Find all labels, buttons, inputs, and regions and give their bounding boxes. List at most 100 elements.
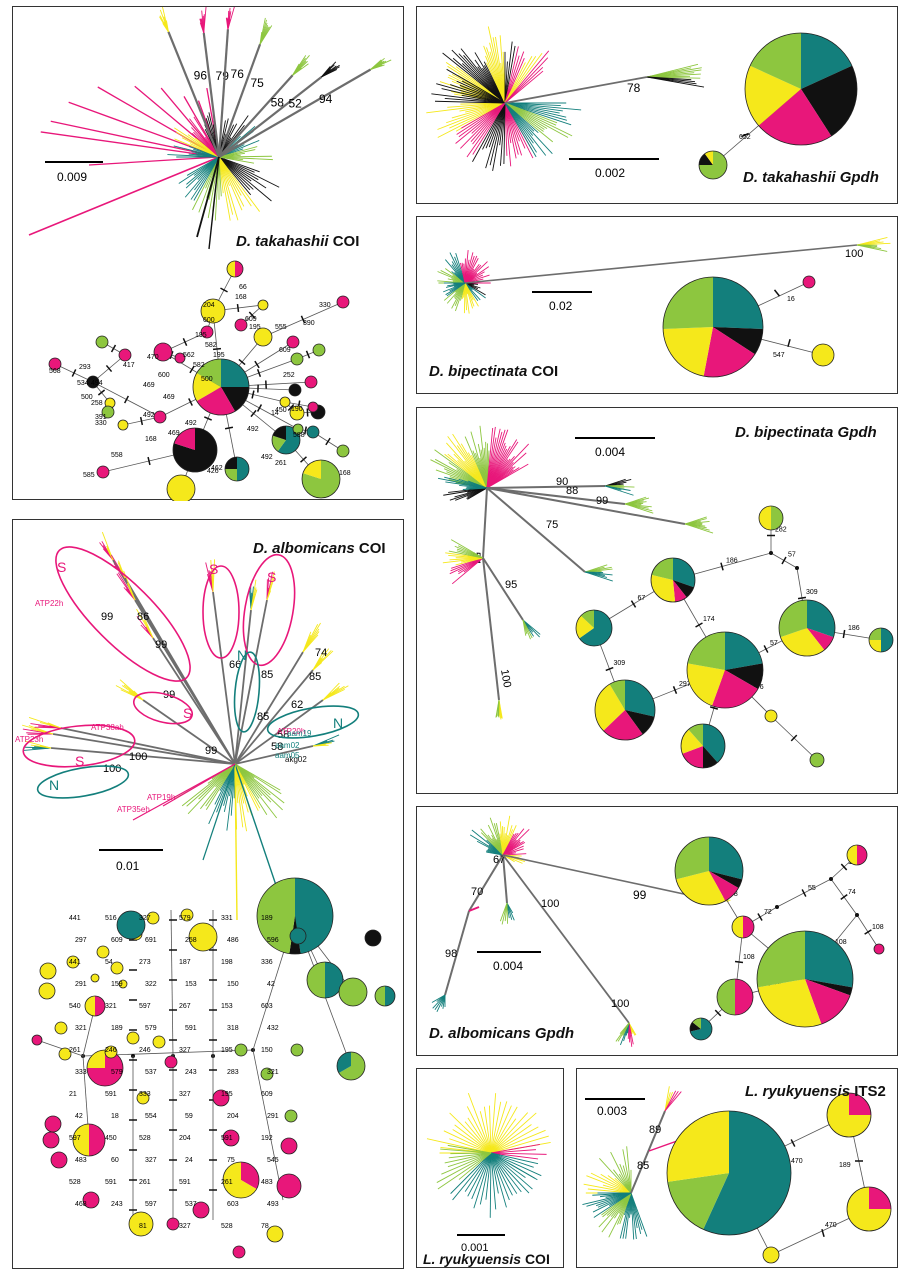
- mutation-tick: [212, 347, 222, 351]
- haplotype-node: [126, 1031, 140, 1045]
- tree-branch: [266, 590, 272, 601]
- tree-branch: [486, 487, 686, 525]
- haplotype-node: [811, 343, 835, 367]
- mutation-label: 331: [221, 915, 233, 922]
- bootstrap-label: 99: [205, 745, 217, 757]
- mutation-label: 417: [123, 362, 135, 369]
- tip-fan: [312, 734, 340, 747]
- mutation-label: 309: [806, 589, 818, 596]
- tree-branch: [234, 763, 283, 811]
- haplotype-node: [758, 505, 784, 531]
- tree-branch: [436, 994, 446, 1013]
- clade-outline: [36, 765, 130, 799]
- tree-branch: [187, 763, 236, 815]
- tree-branch: [50, 120, 220, 158]
- panel-title: L. ryukyuensis COI: [423, 1251, 550, 1267]
- mutation-label: 528: [139, 1135, 151, 1142]
- mutation-label: 500: [81, 394, 93, 401]
- scale-bar-label: 0.004: [595, 445, 625, 459]
- mutation-label: 450: [105, 1135, 117, 1142]
- pie-slice: [257, 878, 295, 954]
- haplotype-node: [762, 1246, 780, 1264]
- clade-outline: [202, 565, 240, 659]
- mutation-label: 204: [227, 1113, 239, 1120]
- haplotype-node: [307, 401, 319, 413]
- bootstrap-label: 90: [556, 476, 568, 488]
- tree-branch: [587, 1188, 632, 1194]
- tree-branch: [218, 156, 231, 221]
- pie-outline: [686, 631, 764, 709]
- mutation-label: 198: [221, 959, 233, 966]
- tree-branch: [490, 1152, 497, 1210]
- bipectinata-gpdh-tree: 908899755495100: [430, 425, 714, 720]
- tree-branch: [504, 50, 550, 104]
- haplotype-node: [164, 1055, 178, 1069]
- tree-branch: [482, 487, 488, 559]
- tip-fan: [684, 516, 714, 534]
- pie-slice: [225, 457, 237, 469]
- mutation-tick: [695, 622, 703, 628]
- tree-branch: [489, 1152, 492, 1218]
- pie-outline: [226, 260, 244, 278]
- bipectinata-coi-tree: 100: [437, 236, 891, 314]
- pie-slice: [85, 996, 95, 1016]
- mutation-label: 469: [168, 430, 180, 437]
- tip-label: aam19: [287, 729, 312, 738]
- tree-branch: [218, 156, 252, 207]
- bootstrap-label: 67: [493, 854, 505, 866]
- mutation-label: 153: [221, 1003, 233, 1010]
- pie-slice: [673, 558, 695, 588]
- tree-branch: [186, 156, 220, 176]
- tip-fan: [321, 61, 340, 78]
- tree-branch: [590, 1172, 632, 1194]
- tree-branch: [490, 1152, 522, 1193]
- tip-label: aam05: [275, 751, 300, 760]
- haplotype-node: [110, 961, 124, 975]
- ryukyuensis-coi-graphic: 0.001: [426, 1092, 551, 1254]
- tree-branch: [208, 156, 220, 250]
- clade-label: S: [267, 569, 276, 585]
- pie-outline: [689, 1017, 713, 1041]
- tree-branch: [202, 32, 221, 158]
- bootstrap-label: 100: [129, 751, 147, 763]
- pie-slice: [807, 600, 835, 638]
- pie-slice: [196, 387, 235, 415]
- pie-slice: [673, 580, 687, 602]
- albomicans-gpdh-network: 7872551097410810810874100108: [674, 836, 885, 1041]
- pie-slice: [576, 615, 594, 639]
- tip-fan: [624, 496, 654, 514]
- tree-branch: [646, 76, 705, 88]
- tree-branch: [322, 688, 345, 701]
- tree-branch: [490, 1152, 518, 1194]
- tree-branch: [501, 902, 508, 925]
- tip-fan: [266, 571, 275, 601]
- haplotype-node: [222, 1161, 260, 1199]
- pie-slice: [73, 1124, 89, 1156]
- mutation-label: 189: [111, 1025, 123, 1032]
- marker-name: COI: [332, 233, 360, 250]
- tip-fan: [499, 902, 515, 925]
- haplotype-node: [174, 352, 186, 364]
- pie-outline: [224, 456, 250, 482]
- pie-slice: [688, 724, 703, 746]
- pie-outline: [594, 679, 656, 741]
- tree-branch: [471, 1152, 492, 1200]
- haplotype-node: [846, 1186, 892, 1232]
- mutation-label: 441: [69, 915, 81, 922]
- tree-fan-left: [583, 1146, 632, 1194]
- panel-ryukyuensis-coi: 0.001 L. ryukyuensis COI: [416, 1068, 564, 1268]
- haplotype-node: [873, 943, 885, 955]
- mutation-tick: [254, 360, 260, 369]
- tree-branch: [437, 1152, 492, 1190]
- haplotype-node: [744, 32, 858, 146]
- tip-fan: [28, 716, 62, 729]
- tree-branch: [144, 619, 154, 639]
- haplotype-node: [118, 979, 128, 989]
- tree-branch: [479, 1152, 492, 1205]
- mutation-tick: [672, 686, 678, 694]
- pie-slice: [869, 640, 881, 652]
